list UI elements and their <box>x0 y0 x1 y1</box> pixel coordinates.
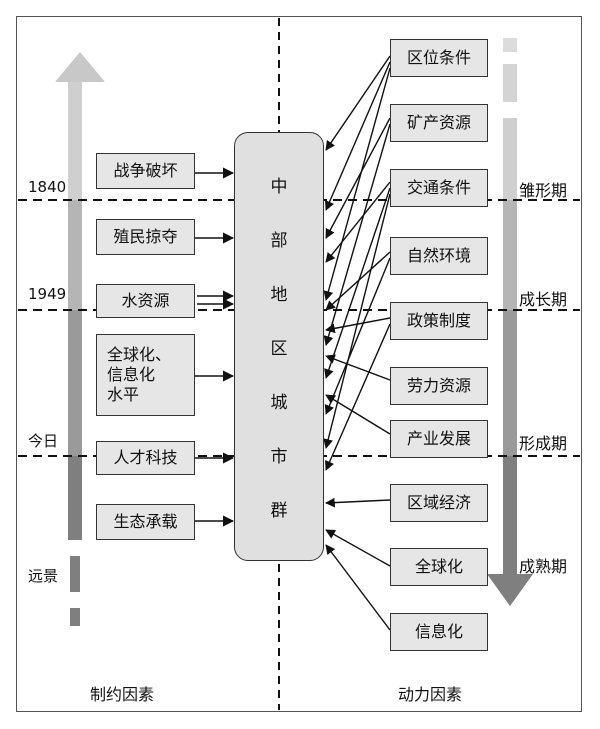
stage-label-mature: 成熟期 <box>519 557 568 576</box>
factor-box-informatization: 信息化 <box>390 613 488 651</box>
left-timeline-arrow <box>55 52 105 626</box>
right-arrows <box>323 55 391 631</box>
factor-box-water: 水资源 <box>96 284 195 318</box>
stage-label-formation: 形成期 <box>519 434 568 453</box>
center-char-6: 市 <box>270 447 288 467</box>
right-timeline-arrow <box>487 38 533 606</box>
factor-label-water: 水资源 <box>121 291 170 310</box>
diagram-frame <box>16 16 582 712</box>
factor-label-talent: 人才科技 <box>113 448 178 467</box>
factor-box-policy: 政策制度 <box>390 302 488 340</box>
factor-box-regional-economy: 区域经济 <box>390 484 488 522</box>
left-arrows <box>195 167 235 527</box>
center-char-2: 部 <box>270 231 288 251</box>
factor-label-environment: 自然环境 <box>406 246 471 265</box>
footer-driving-factors: 动力因素 <box>398 685 463 704</box>
factor-label-minerals: 矿产资源 <box>406 113 471 132</box>
factor-box-globalization: 全球化 <box>390 548 488 586</box>
factor-label-colonial: 殖民掠夺 <box>113 227 178 246</box>
factor-label-globalization-info: 全球化、 信息化 水平 <box>107 345 172 404</box>
factor-label-war: 战争破坏 <box>113 161 178 180</box>
factor-label-informatization: 信息化 <box>414 622 463 641</box>
central-region-city-cluster-box: 中 部 地 区 城 市 群 <box>234 132 324 561</box>
factor-box-war: 战争破坏 <box>96 153 195 189</box>
factor-label-location: 区位条件 <box>406 48 471 67</box>
center-char-5: 城 <box>270 393 288 413</box>
factor-box-industry: 产业发展 <box>390 420 488 458</box>
factor-label-labor: 劳力资源 <box>406 376 471 395</box>
factor-label-ecology: 生态承载 <box>113 512 178 531</box>
stage-label-growth: 成长期 <box>519 290 568 309</box>
factor-box-location: 区位条件 <box>390 39 488 77</box>
footer-constraining-factors: 制约因素 <box>90 685 155 704</box>
factor-label-globalization: 全球化 <box>414 557 463 576</box>
factor-box-labor: 劳力资源 <box>390 367 488 405</box>
factor-label-transport: 交通条件 <box>406 178 471 197</box>
factor-label-industry: 产业发展 <box>406 429 471 448</box>
factor-box-globalization-info: 全球化、 信息化 水平 <box>96 334 195 416</box>
factor-box-talent: 人才科技 <box>96 441 195 475</box>
center-char-3: 地 <box>270 285 288 305</box>
center-char-1: 中 <box>270 177 288 197</box>
factor-box-minerals: 矿产资源 <box>390 104 488 142</box>
time-label-1840: 1840 <box>28 178 67 196</box>
center-char-7: 群 <box>270 501 288 521</box>
factor-label-policy: 政策制度 <box>406 311 471 330</box>
stage-label-embryonic: 雏形期 <box>519 181 568 200</box>
time-label-future: 远景 <box>28 567 59 585</box>
center-char-4: 区 <box>270 339 288 359</box>
factor-box-ecology: 生态承载 <box>96 504 195 540</box>
time-label-today: 今日 <box>28 432 59 450</box>
factor-label-regional-economy: 区域经济 <box>406 493 471 512</box>
time-label-1949: 1949 <box>28 285 67 303</box>
factor-box-environment: 自然环境 <box>390 237 488 275</box>
factor-box-transport: 交通条件 <box>390 169 488 207</box>
factor-box-colonial: 殖民掠夺 <box>96 219 195 255</box>
